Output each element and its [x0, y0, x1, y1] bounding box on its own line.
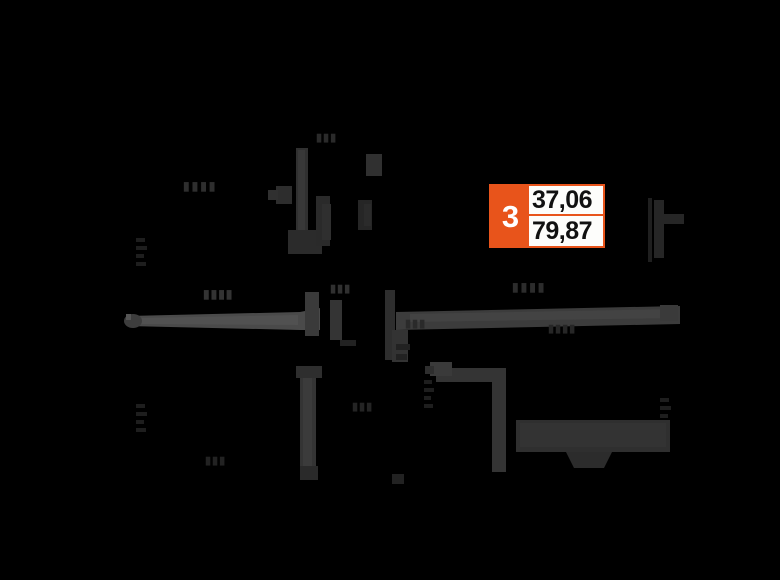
svg-text:▮▮▮▮: ▮▮▮▮ [512, 280, 546, 294]
svg-text:▮▮▮▮: ▮▮▮▮ [203, 287, 233, 301]
road-horizontal-southeast [516, 420, 670, 468]
map-labels: ▮▮▮▮ ▮▮▮▮ ▮▮▮ ▮▮▮ ▮▮▮▮ ▮▮▮▮ ▮▮▮ ▮▮▮ ▮▮▮ [136, 132, 671, 484]
svg-text:▮▮▮▮: ▮▮▮▮ [183, 179, 217, 193]
svg-text:▮▮▮: ▮▮▮ [316, 132, 337, 144]
svg-text:▮▮▮: ▮▮▮ [330, 283, 351, 295]
road-connector-southeast [425, 362, 506, 472]
badge-index-number: 3 [491, 186, 529, 246]
badge-value-stack: 37,06 79,87 [529, 186, 603, 246]
road-vertical-center-lower [296, 366, 322, 480]
badge-value-secondary: 79,87 [529, 216, 603, 246]
road-major-horizontal-east [396, 305, 680, 330]
road-major-horizontal-west [124, 308, 320, 330]
map-blocks-upper [358, 154, 382, 230]
svg-text:▮▮▮: ▮▮▮ [352, 401, 373, 413]
svg-text:▮▮▮: ▮▮▮ [405, 318, 426, 330]
road-vertical-upper-center [268, 148, 331, 254]
road-junction-east [648, 198, 684, 262]
svg-text:▮▮▮▮: ▮▮▮▮ [548, 323, 576, 335]
measurement-badge[interactable]: 3 37,06 79,87 [489, 184, 605, 248]
svg-text:▮▮▮: ▮▮▮ [205, 455, 226, 467]
badge-value-primary: 37,06 [529, 186, 603, 216]
